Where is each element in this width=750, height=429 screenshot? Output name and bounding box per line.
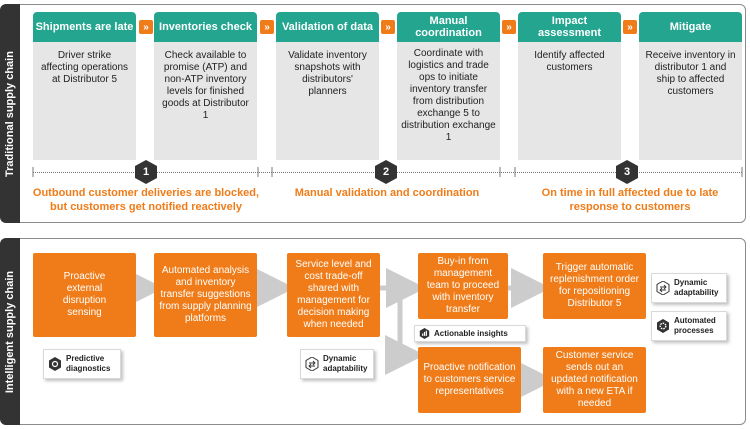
automated-analysis-box: Automated analysis and inventory transfe… bbox=[154, 253, 257, 337]
step-marker-hexagon: 3 bbox=[616, 160, 638, 184]
outcome-text: On time in full affected due to late res… bbox=[541, 187, 719, 213]
badge-label: Automated processes bbox=[674, 316, 716, 335]
step-body: Validate inventory snapshots with distri… bbox=[276, 42, 379, 160]
chevron-right-icon: » bbox=[381, 20, 395, 34]
marker-number: 3 bbox=[623, 166, 631, 178]
management-buyin-box: Buy-in from management team to proceed w… bbox=[418, 253, 508, 319]
step-body: Identify affected customers bbox=[518, 42, 621, 160]
tradeoff-decision-box: Service level and cost trade-off shared … bbox=[287, 253, 380, 337]
badge-label: Predictive diagnostics bbox=[66, 354, 111, 373]
step-body: Receive inventory in distributor 1 and s… bbox=[639, 42, 742, 160]
outcome-text: Manual validation and coordination bbox=[294, 187, 480, 199]
step-title: Shipments are late bbox=[33, 12, 136, 42]
automated-processes-badge: Automated processes bbox=[651, 311, 727, 341]
step-marker-hexagon: 2 bbox=[375, 160, 397, 184]
step-title: Mitigate bbox=[639, 12, 742, 42]
dynamic-adaptability-badge: Dynamic adaptability bbox=[651, 273, 727, 303]
automated-processes-icon bbox=[657, 319, 669, 333]
step-marker-hexagon: 1 bbox=[135, 160, 157, 184]
step-title: Manual coordination bbox=[397, 12, 500, 42]
actionable-insights-icon bbox=[419, 328, 430, 339]
step-body: Check available to promise (ATP) and non… bbox=[154, 42, 257, 160]
dynamic-adaptability-badge: Dynamic adaptability bbox=[300, 349, 374, 379]
actionable-insights-badge: Actionable insights bbox=[414, 325, 526, 342]
dynamic-adaptability-icon bbox=[656, 281, 670, 295]
proactive-sensing-box: Proactive external disruption sensing bbox=[33, 253, 136, 337]
traditional-side-tab: Traditional supply chain bbox=[0, 4, 20, 223]
intelligent-side-tab: Intelligent supply chain bbox=[0, 238, 20, 425]
outcome-text: Outbound customer deliveries are blocked… bbox=[32, 187, 260, 213]
predictive-diagnostics-badge: Predictive diagnostics bbox=[43, 349, 121, 379]
chevron-right-icon: » bbox=[623, 20, 637, 34]
customer-notification-box: Proactive notification to customers serv… bbox=[418, 347, 521, 413]
chevron-right-icon: » bbox=[139, 20, 153, 34]
dynamic-adaptability-icon bbox=[305, 357, 319, 371]
predictive-diagnostics-icon bbox=[49, 357, 61, 371]
step-title: Inventories check bbox=[154, 12, 257, 42]
step-title: Impact assessment bbox=[518, 12, 621, 42]
chevron-right-icon: » bbox=[260, 20, 274, 34]
badge-label: Dynamic adaptability bbox=[323, 354, 368, 373]
marker-number: 1 bbox=[142, 166, 150, 178]
replenishment-order-box: Trigger automatic replenishment order fo… bbox=[543, 253, 646, 319]
step-title: Validation of data bbox=[276, 12, 379, 42]
updated-eta-box: Customer service sends out an updated no… bbox=[543, 347, 646, 413]
chevron-right-icon: » bbox=[502, 20, 516, 34]
badge-label: Dynamic adaptability bbox=[674, 278, 719, 297]
marker-number: 2 bbox=[382, 166, 390, 178]
badge-label: Actionable insights bbox=[434, 328, 508, 338]
step-body: Driver strike affecting operations at Di… bbox=[33, 42, 136, 160]
step-body: Coordinate with logistics and trade ops … bbox=[397, 42, 500, 160]
